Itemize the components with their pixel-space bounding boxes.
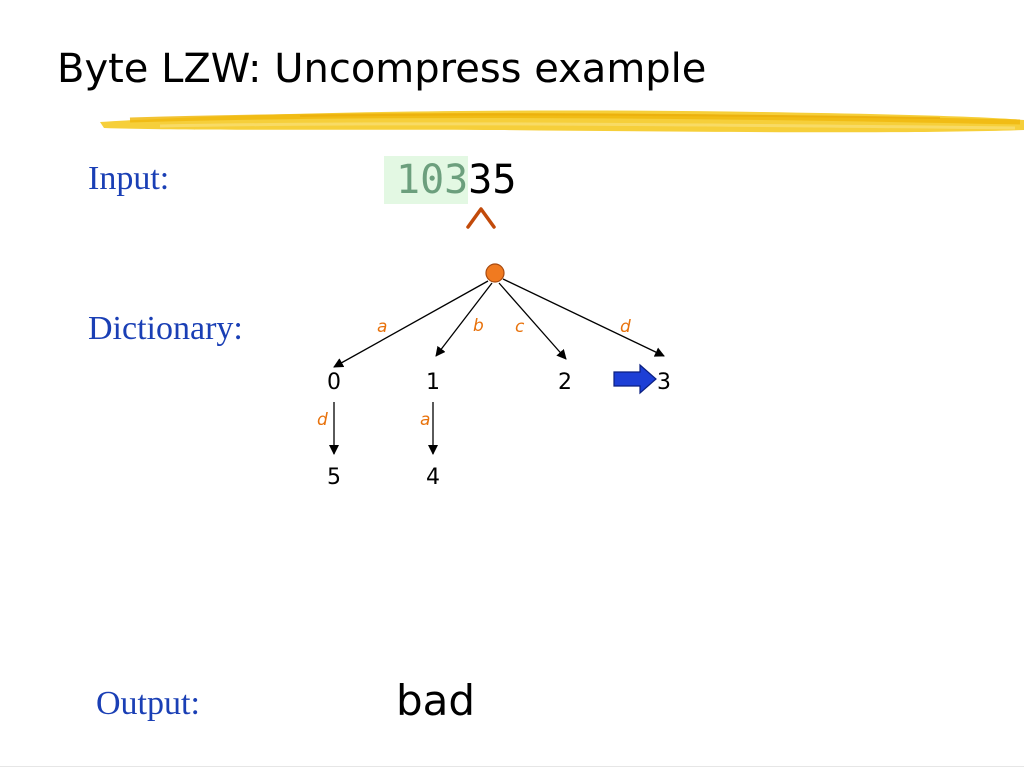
root-node <box>485 263 505 283</box>
dictionary-label: Dictionary: <box>88 310 243 347</box>
edge-root-0 <box>333 280 489 368</box>
slide-bottom-border <box>0 766 1024 767</box>
edge-root-1 <box>435 282 493 357</box>
edge-root-3 <box>502 278 665 357</box>
output-label: Output: <box>96 685 200 722</box>
edge-label-b: b <box>473 316 484 336</box>
node-2: 2 <box>558 370 572 395</box>
input-consumed-codes: 103 <box>384 156 469 204</box>
input-remaining-codes: 35 <box>468 157 517 203</box>
node-5: 5 <box>327 465 341 490</box>
current-node-pointer-arrow-icon <box>613 363 657 395</box>
edge-label-d: d <box>620 317 631 337</box>
input-label: Input: <box>88 160 170 197</box>
edge-label-d-child: d <box>317 410 328 430</box>
node-3: 3 <box>657 370 671 395</box>
input-position-caret-icon <box>466 207 496 229</box>
node-0: 0 <box>327 370 341 395</box>
edge-root-2 <box>498 282 567 360</box>
input-codes: 10335 <box>384 156 516 204</box>
output-text: bad <box>396 676 476 725</box>
edge-label-c: c <box>515 317 525 337</box>
node-1: 1 <box>426 370 440 395</box>
slide-title: Byte LZW: Uncompress example <box>57 46 707 92</box>
node-4: 4 <box>426 465 440 490</box>
edge-label-a-child: a <box>420 410 430 430</box>
edge-label-a: a <box>377 317 387 337</box>
title-underline-swoosh <box>100 110 1024 133</box>
